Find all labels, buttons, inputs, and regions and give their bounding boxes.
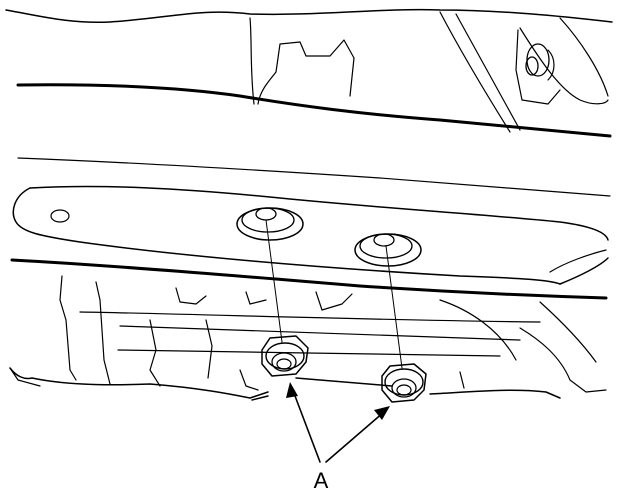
mounting-bolt-right [354,233,422,267]
transmission-case [9,258,608,401]
mounting-nut-right [381,363,427,403]
arrowhead-right [374,406,390,420]
bolt-alignment-lines [265,219,403,387]
subframe-bracket [12,157,611,285]
callout-leader-lines [286,382,390,463]
upper-body-panel [5,8,613,138]
bracket-hole [50,209,70,223]
upper-clip-fastener [525,43,555,81]
arrowhead-left [286,382,298,398]
callout-label-a: A [313,468,329,493]
mounting-nut-left [261,335,309,377]
mounting-bolt-left [236,207,304,241]
